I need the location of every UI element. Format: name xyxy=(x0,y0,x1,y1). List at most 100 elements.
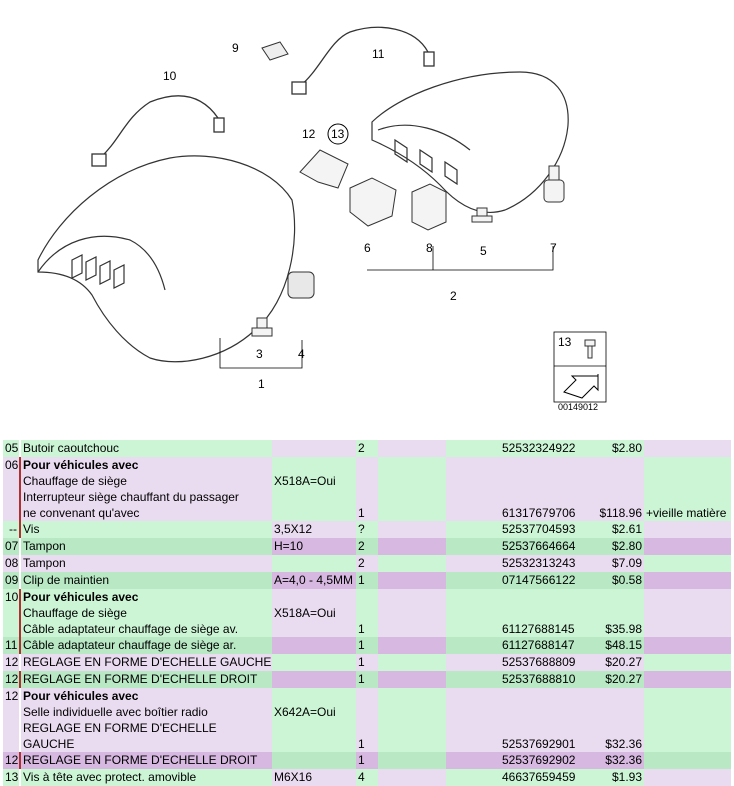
description-line: Pour véhicules avec xyxy=(23,590,139,604)
description-line: Tampon xyxy=(23,539,66,553)
blank-cell xyxy=(378,671,446,688)
item-number: 13 xyxy=(3,769,20,786)
note xyxy=(644,521,731,538)
quantity: 2 xyxy=(356,555,378,572)
callout-8: 8 xyxy=(426,241,433,255)
cable-10-drawing xyxy=(91,95,225,167)
price: $32.36 xyxy=(596,688,644,752)
part-description: REGLAGE EN FORME D'ECHELLE GAUCHE xyxy=(20,654,272,671)
part-spec: X642A=Oui xyxy=(272,688,356,752)
rear-seat-drawing xyxy=(371,71,569,213)
blank-cell xyxy=(378,440,446,457)
blank-cell xyxy=(378,589,446,637)
part-number: 61127688145 xyxy=(500,589,596,637)
description-line: Vis à tête avec protect. amovible xyxy=(23,770,197,784)
part-description: REGLAGE EN FORME D'ECHELLE DROIT xyxy=(19,752,272,769)
part-description: Vis à tête avec protect. amovible xyxy=(20,769,272,786)
price: $0.58 xyxy=(596,572,644,589)
blank-cell xyxy=(446,637,500,654)
description-line: Pour véhicules avec xyxy=(23,689,139,703)
blank-cell xyxy=(378,457,446,521)
quantity: 1 xyxy=(356,654,378,671)
leader-lines xyxy=(219,246,554,369)
price: $7.09 xyxy=(596,555,644,572)
part-number: 07147566122 xyxy=(500,572,596,589)
parts-diagram: 9 11 10 12 13 6 8 5 7 2 3 4 1 13 0014901… xyxy=(37,26,607,412)
cable-11-drawing xyxy=(291,26,435,95)
diagram-ref-code: 00149012 xyxy=(558,402,598,412)
description-line: Pour véhicules avec xyxy=(23,458,139,472)
note xyxy=(644,688,731,752)
description-line: REGLAGE EN FORME D'ECHELLE GAUCHE xyxy=(23,655,272,669)
part-spec xyxy=(272,671,356,688)
blank-cell xyxy=(378,538,446,555)
price: $35.98 xyxy=(596,589,644,637)
blank-cell xyxy=(446,440,500,457)
note xyxy=(644,769,731,786)
part-spec: A=4,0 - 4,5MM xyxy=(272,572,356,589)
part-description: Vis xyxy=(19,521,272,538)
part-description: Tampon xyxy=(20,538,272,555)
blank-cell xyxy=(378,769,446,786)
switch-6-drawing xyxy=(349,177,397,227)
blank-cell xyxy=(446,752,500,769)
note xyxy=(644,752,731,769)
blank-cell xyxy=(446,457,500,521)
description-line: Selle individuelle avec boîtier radio xyxy=(23,705,208,719)
callout-13: 13 xyxy=(331,127,345,141)
blank-cell xyxy=(446,538,500,555)
note xyxy=(644,555,731,572)
note xyxy=(644,572,731,589)
callout-4: 4 xyxy=(298,347,305,361)
item-number: 12 xyxy=(3,671,20,688)
description-line: Butoir caoutchouc xyxy=(23,441,120,455)
price: $2.80 xyxy=(596,538,644,555)
description-line: Clip de maintien xyxy=(23,573,110,587)
description-line: Interrupteur siège chauffant du passager xyxy=(23,490,239,504)
part-number: 46637659459 xyxy=(500,769,596,786)
blank-cell xyxy=(378,572,446,589)
price: $2.61 xyxy=(596,521,644,538)
front-seat-drawing xyxy=(37,155,296,363)
part-description: Butoir caoutchouc xyxy=(20,440,272,457)
buffer-7-drawing xyxy=(543,165,565,203)
spec-value: X518A=Oui xyxy=(274,474,336,488)
blank-cell xyxy=(446,521,500,538)
description-line: Câble adaptateur chauffage de siège av. xyxy=(23,622,239,636)
description-line: Chauffage de siège xyxy=(23,474,127,488)
note: +vieille matière xyxy=(644,457,731,521)
spec-value: X518A=Oui xyxy=(274,606,336,620)
quantity: 2 xyxy=(356,538,378,555)
price: $2.80 xyxy=(596,440,644,457)
item-number: 08 xyxy=(3,555,20,572)
part-spec: M6X16 xyxy=(272,769,356,786)
spec-value: M6X16 xyxy=(274,770,313,784)
quantity: 1 xyxy=(356,752,378,769)
part-spec: X518A=Oui xyxy=(272,457,356,521)
part-spec xyxy=(272,637,356,654)
callout-5: 5 xyxy=(480,244,487,258)
blank-cell xyxy=(446,589,500,637)
item-number: 12 xyxy=(3,688,20,752)
part-number: 52537664664 xyxy=(500,538,596,555)
part-number: 52532313243 xyxy=(500,555,596,572)
part-spec xyxy=(272,752,356,769)
part-description: REGLAGE EN FORME D'ECHELLE DROIT xyxy=(19,671,272,688)
part-number: 61127688147 xyxy=(500,637,596,654)
price: $118.96 xyxy=(596,457,644,521)
callout-12: 12 xyxy=(302,127,316,141)
part-number: 52537688809 xyxy=(500,654,596,671)
part-spec: X518A=Oui xyxy=(272,589,356,637)
callout-1: 1 xyxy=(258,377,265,391)
callout-2: 2 xyxy=(450,289,457,303)
spec-value: H=10 xyxy=(274,539,304,553)
price: $20.27 xyxy=(596,654,644,671)
screw-5-drawing xyxy=(471,207,493,223)
item-number: 05 xyxy=(3,440,20,457)
